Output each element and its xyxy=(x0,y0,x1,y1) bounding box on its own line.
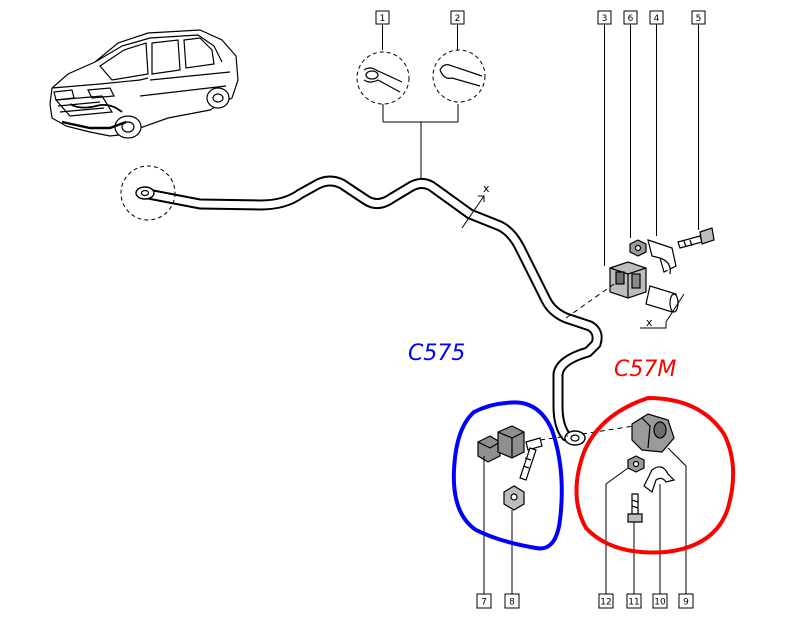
callout-9: 9 xyxy=(678,593,694,609)
callout-6: 6 xyxy=(623,10,638,25)
svg-text:9: 9 xyxy=(683,598,689,608)
callout-1: 1 xyxy=(375,10,390,25)
callout-leaders-top xyxy=(382,24,459,184)
clamp-part-10 xyxy=(643,466,676,493)
callout-11: 11 xyxy=(626,593,642,609)
bolt-part-5 xyxy=(677,227,715,249)
callout-leaders-bottom xyxy=(483,447,687,594)
svg-text:10: 10 xyxy=(654,598,666,608)
svg-text:6: 6 xyxy=(628,14,634,24)
blue-group-label: C575 xyxy=(408,341,465,366)
nut-part-6 xyxy=(629,239,647,257)
dashed-link-upper xyxy=(565,283,615,319)
car-illustration xyxy=(49,29,239,139)
section-mark-right: x xyxy=(640,293,685,329)
svg-text:x: x xyxy=(483,182,490,195)
bar-section-end xyxy=(645,285,679,313)
callout-4: 4 xyxy=(649,10,664,25)
bush-part-9 xyxy=(631,413,675,453)
svg-text:1: 1 xyxy=(380,14,386,24)
dashed-link-left xyxy=(539,435,569,441)
svg-text:8: 8 xyxy=(509,598,515,608)
red-group-circle xyxy=(574,396,736,555)
svg-text:3: 3 xyxy=(602,14,608,24)
bush-part-7b xyxy=(497,425,525,459)
section-mark-bar: x xyxy=(461,182,490,229)
svg-text:5: 5 xyxy=(696,14,702,24)
callout-5: 5 xyxy=(691,10,706,25)
svg-text:2: 2 xyxy=(455,14,461,24)
nut-part-12 xyxy=(627,455,645,473)
nut-part-8 xyxy=(503,485,525,511)
svg-text:11: 11 xyxy=(628,598,639,608)
svg-text:7: 7 xyxy=(481,598,487,608)
blue-group-circle xyxy=(451,400,564,551)
callout-10: 10 xyxy=(652,593,668,609)
stabilizer-bar xyxy=(135,175,603,446)
detail-view-1 xyxy=(356,51,410,105)
bracket-part-4 xyxy=(647,239,677,275)
callout-3: 3 xyxy=(597,10,612,25)
callout-12: 12 xyxy=(598,593,614,609)
callout-7: 7 xyxy=(476,593,492,609)
bush-part-7 xyxy=(477,435,501,463)
bolt-part-11 xyxy=(627,493,643,523)
svg-text:x: x xyxy=(646,316,653,329)
callout-8: 8 xyxy=(504,593,520,609)
bush-part-3 xyxy=(609,261,647,299)
svg-text:12: 12 xyxy=(600,598,611,608)
callout-2: 2 xyxy=(450,10,465,25)
callout-leaders-upper-right xyxy=(604,24,699,266)
red-group-label: C57M xyxy=(614,357,676,382)
svg-text:4: 4 xyxy=(654,14,660,24)
dashed-link-right xyxy=(581,425,635,435)
detail-view-2 xyxy=(432,49,486,103)
detail-circle-left-eye xyxy=(120,165,176,221)
link-rod-part xyxy=(519,437,543,481)
